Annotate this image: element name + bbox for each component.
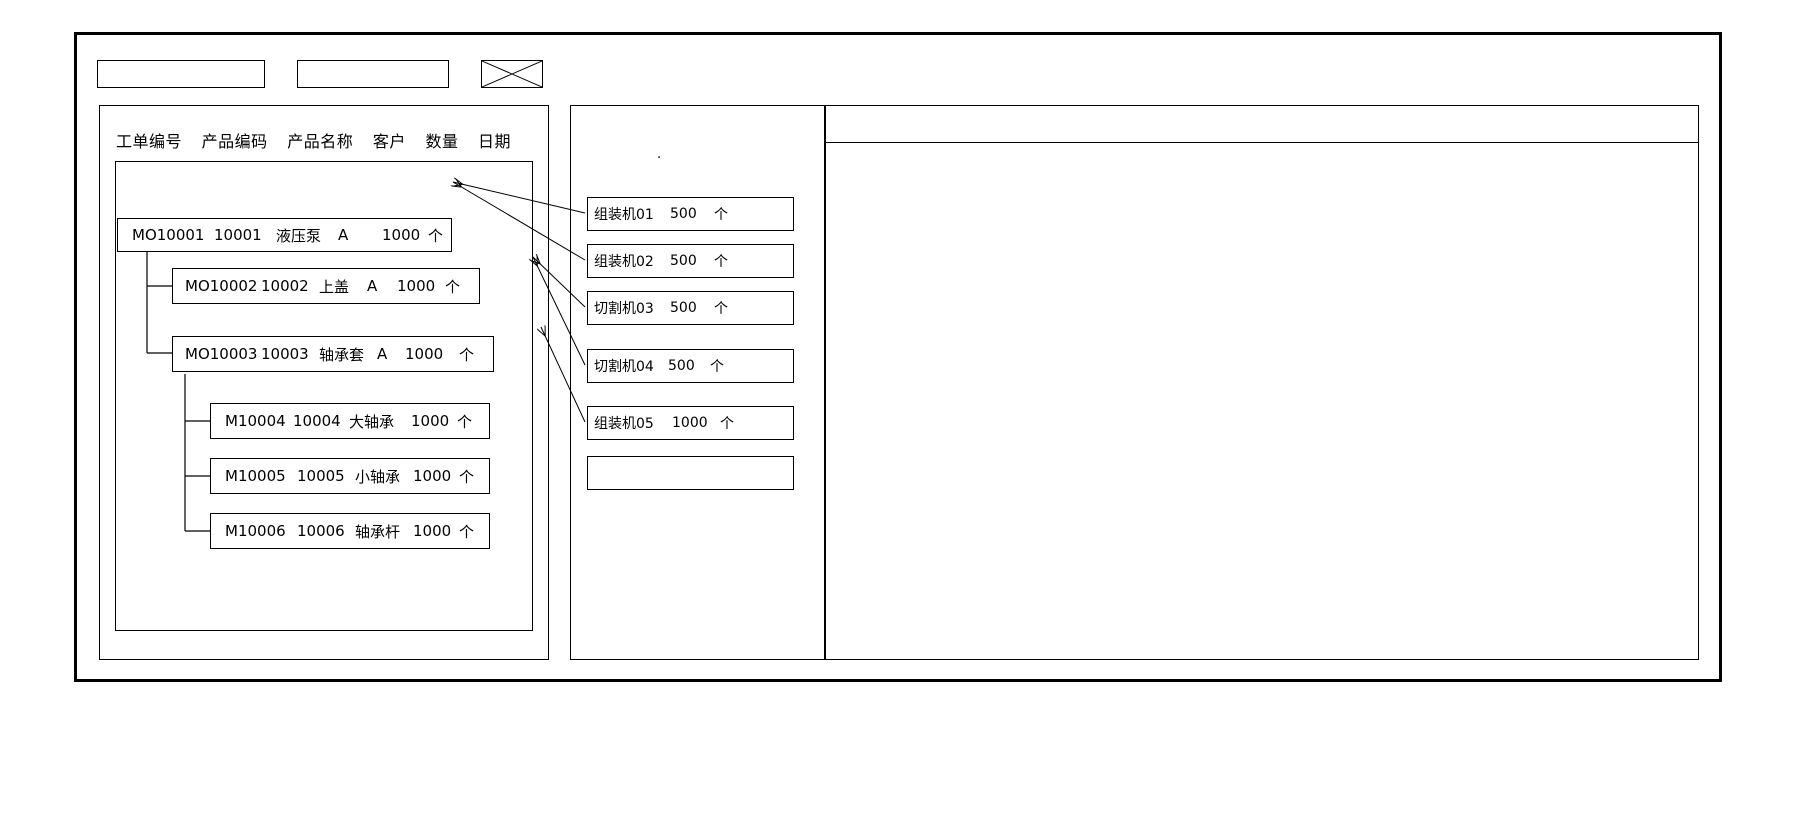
wo-order-no: M10004 [225,412,286,430]
work-order-row[interactable]: MO10003 10003 轴承套 A 1000 个 [172,336,494,372]
wo-order-no: MO10001 [132,226,205,244]
machine-unit: 个 [714,254,728,270]
machine-row[interactable]: 切割机03 500 个 [587,291,794,325]
wo-quantity: 1000 [382,226,421,244]
machine-row[interactable]: 组装机02 500 个 [587,244,794,278]
wo-product-code: 10003 [261,345,309,363]
work-order-tree-frame [115,161,533,631]
machine-row[interactable]: 切割机04 500 个 [587,349,794,383]
toolbar-field-2[interactable] [297,60,449,88]
wo-order-no: M10005 [225,467,286,485]
machine-quantity: 500 [670,300,697,316]
column-header-quantity: 数量 [425,132,459,151]
work-order-column-headers: 工单编号 产品编码 产品名称 客户 数量 日期 [116,128,511,152]
machine-assignment-panel: . 组装机01 500 个 组装机02 500 个 切割机03 500 个 切割… [570,105,825,660]
detail-panel-divider [826,142,1698,143]
wo-product-name: 大轴承 [349,412,395,431]
wo-product-name: 小轴承 [355,467,401,486]
wo-quantity: 1000 [411,412,450,430]
wo-product-name: 轴承杆 [355,522,401,541]
wo-unit: 个 [457,412,473,431]
panel-dot-marker: . [657,147,662,162]
machine-name: 组装机02 [594,254,654,270]
column-header-date: 日期 [478,132,512,151]
machine-unit: 个 [714,301,728,317]
wo-product-name: 上盖 [319,277,350,296]
work-order-row[interactable]: MO10002 10002 上盖 A 1000 个 [172,268,480,304]
machine-row[interactable]: 组装机01 500 个 [587,197,794,231]
column-header-customer: 客户 [372,132,406,151]
wo-unit: 个 [445,277,461,296]
crossed-box-image-placeholder-icon[interactable] [481,60,543,88]
wo-quantity: 1000 [397,277,436,295]
wo-product-code: 10005 [297,467,345,485]
wo-product-name: 轴承套 [319,345,365,364]
machine-quantity: 1000 [672,415,708,431]
toolbar [97,60,543,88]
machine-name: 切割机04 [594,359,654,375]
wo-product-code: 10004 [293,412,341,430]
wo-product-code: 10001 [214,226,262,244]
wo-customer: A [377,345,388,363]
detail-panel [825,105,1699,660]
wo-customer: A [367,277,378,295]
wo-product-code: 10006 [297,522,345,540]
work-order-row[interactable]: MO10001 10001 液压泵 A 1000 个 [117,218,452,252]
machine-unit: 个 [710,359,724,375]
cross-lines-icon [482,61,542,87]
wo-customer: A [338,226,349,244]
wo-order-no: MO10003 [185,345,258,363]
column-header-product-code: 产品编码 [201,132,268,151]
wo-product-code: 10002 [261,277,309,295]
wo-product-name: 液压泵 [276,226,322,245]
work-order-row[interactable]: M10005 10005 小轴承 1000 个 [210,458,490,494]
machine-name: 组装机05 [594,416,654,432]
wo-quantity: 1000 [413,467,452,485]
machine-quantity: 500 [670,253,697,269]
wo-order-no: MO10002 [185,277,258,295]
wo-order-no: M10006 [225,522,286,540]
work-order-row[interactable]: M10004 10004 大轴承 1000 个 [210,403,490,439]
wo-quantity: 1000 [413,522,452,540]
column-header-product-name: 产品名称 [287,132,354,151]
machine-quantity: 500 [670,206,697,222]
wo-unit: 个 [428,226,444,245]
work-order-tree-panel: 工单编号 产品编码 产品名称 客户 数量 日期 MO10001 10001 液压… [99,105,549,660]
machine-name: 切割机03 [594,301,654,317]
wo-unit: 个 [459,345,475,364]
machine-quantity: 500 [668,358,695,374]
machine-unit: 个 [720,416,734,432]
machine-row-empty[interactable] [587,456,794,490]
machine-row[interactable]: 组装机05 1000 个 [587,406,794,440]
wo-unit: 个 [459,467,475,486]
work-order-row[interactable]: M10006 10006 轴承杆 1000 个 [210,513,490,549]
machine-name: 组装机01 [594,207,654,223]
column-header-order-no: 工单编号 [116,132,183,151]
wo-unit: 个 [459,522,475,541]
application-window: 工单编号 产品编码 产品名称 客户 数量 日期 MO10001 10001 液压… [74,32,1722,682]
wo-quantity: 1000 [405,345,444,363]
machine-unit: 个 [714,207,728,223]
toolbar-field-1[interactable] [97,60,265,88]
